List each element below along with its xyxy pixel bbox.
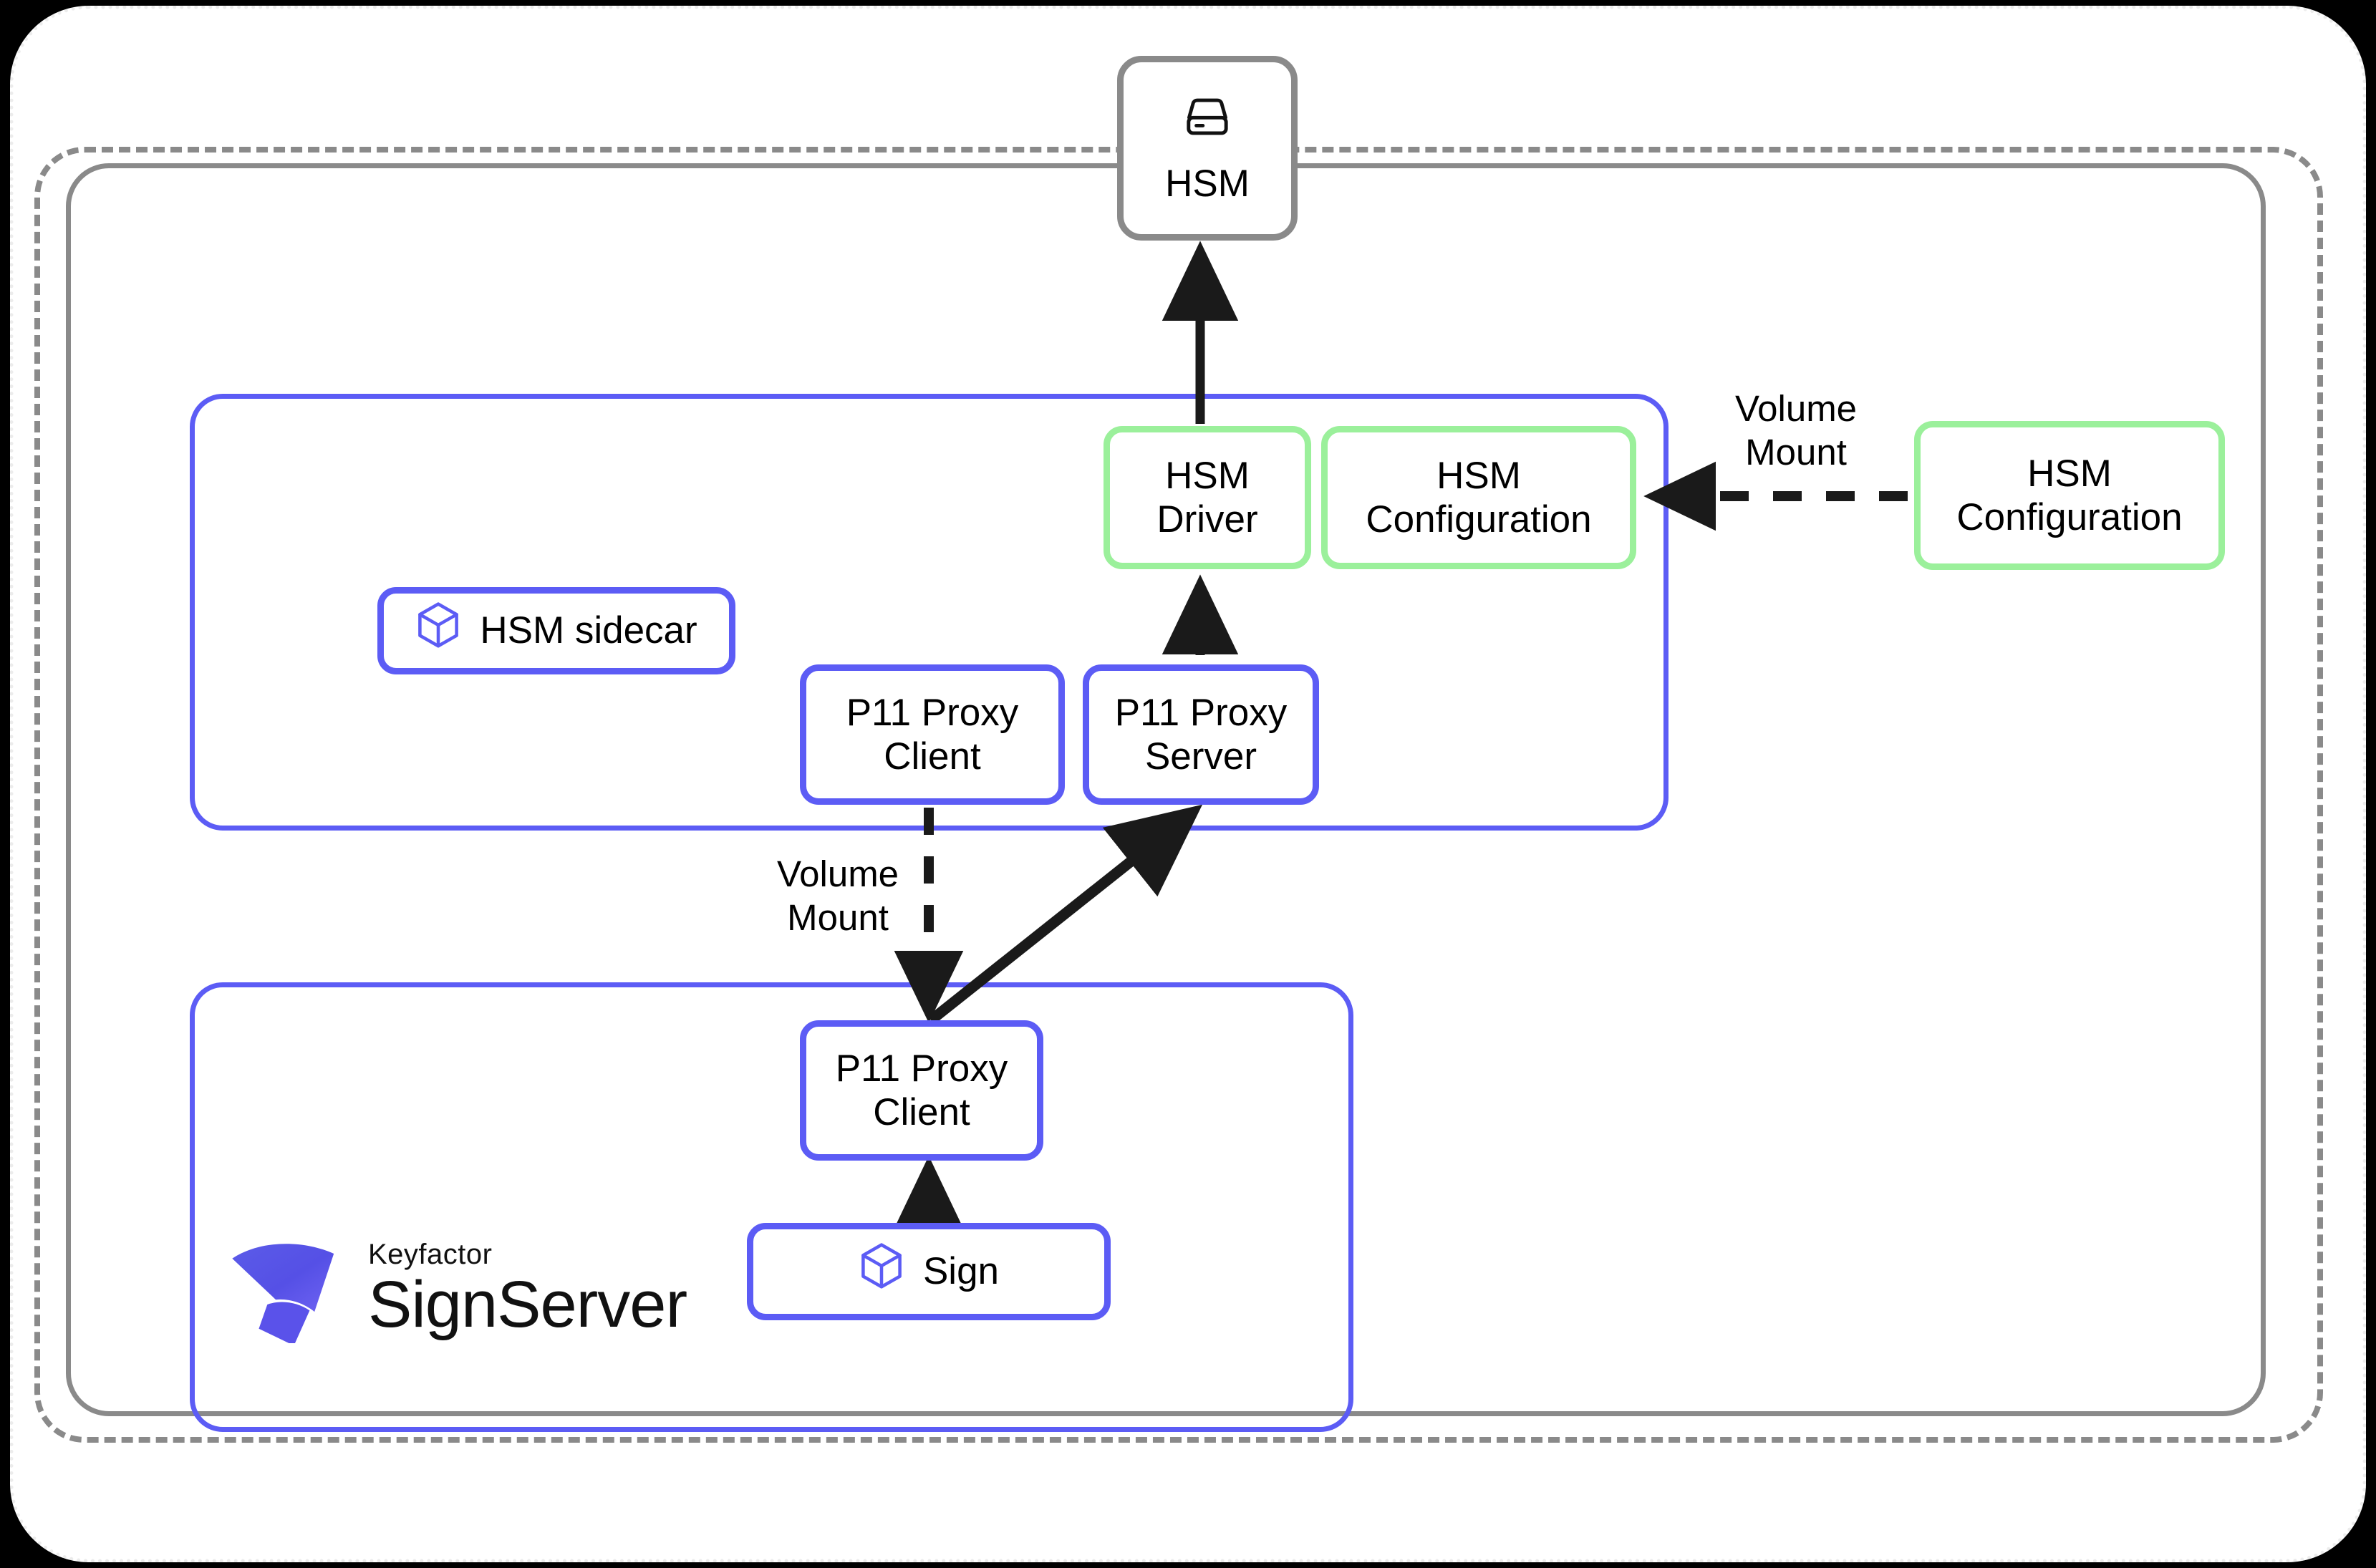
node-p11-proxy-server-label: P11 Proxy Server: [1114, 691, 1288, 778]
node-p11-proxy-client-sidecar-label: P11 Proxy Client: [846, 691, 1019, 778]
node-hsm-label: HSM: [1165, 163, 1250, 205]
node-p11-proxy-client-signserver[interactable]: P11 Proxy Client: [800, 1020, 1043, 1161]
node-hsm-configuration-outer[interactable]: HSM Configuration: [1914, 421, 2225, 570]
cube-icon: [415, 601, 461, 660]
signserver-wordmark: Keyfactor SignServer: [368, 1240, 687, 1337]
node-p11-proxy-server[interactable]: P11 Proxy Server: [1083, 664, 1319, 805]
node-sign[interactable]: Sign: [747, 1223, 1111, 1320]
node-hsm-configuration-outer-label: HSM Configuration: [1956, 452, 2183, 538]
hsm-server-icon: [1177, 91, 1237, 152]
node-hsm-sidecar[interactable]: HSM sidecar: [377, 587, 735, 674]
node-hsm-configuration-inner[interactable]: HSM Configuration: [1321, 426, 1636, 569]
keyfactor-fan-icon: [226, 1234, 349, 1346]
pod-signserver[interactable]: [190, 982, 1353, 1432]
node-p11-proxy-client-signserver-label: P11 Proxy Client: [835, 1047, 1008, 1133]
product-signserver: SignServer: [368, 1268, 687, 1341]
node-hsm-sidecar-label: HSM sidecar: [480, 609, 697, 652]
signserver-logo: Keyfactor SignServer: [226, 1217, 728, 1360]
node-sign-label: Sign: [922, 1250, 1000, 1293]
node-hsm-driver[interactable]: HSM Driver: [1104, 426, 1311, 569]
node-hsm[interactable]: HSM: [1117, 56, 1298, 241]
node-hsm-driver-label: HSM Driver: [1156, 454, 1258, 541]
cube-icon: [859, 1242, 904, 1301]
brand-keyfactor: Keyfactor: [368, 1239, 493, 1270]
node-hsm-configuration-inner-label: HSM Configuration: [1366, 454, 1592, 541]
node-p11-proxy-client-sidecar[interactable]: P11 Proxy Client: [800, 664, 1065, 805]
